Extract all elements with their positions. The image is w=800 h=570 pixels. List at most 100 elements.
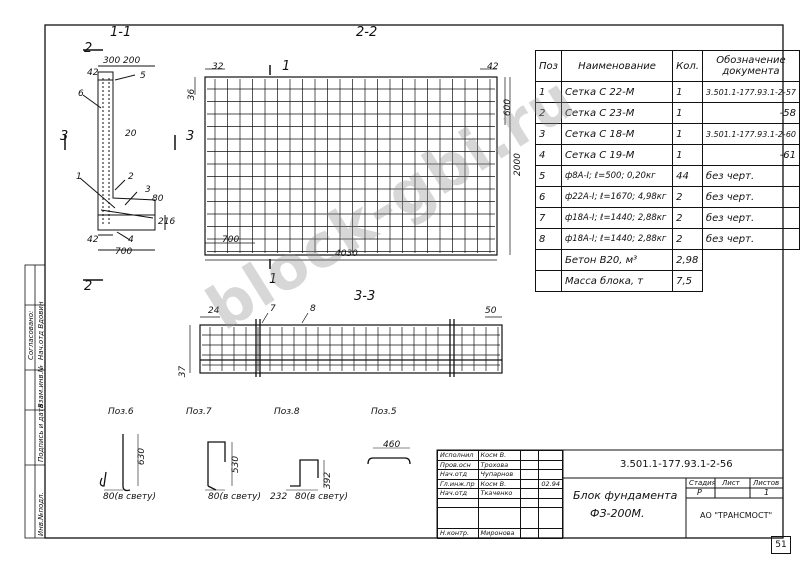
dim-80: 80 — [152, 194, 164, 204]
stamp-spacer — [437, 507, 479, 529]
bar-8-offset: 232 — [270, 492, 288, 502]
callout-2: 2 — [128, 172, 134, 182]
stage-value: Р — [697, 488, 702, 497]
specification-table: Поз Наименование Кол. Обозначение докуме… — [535, 50, 800, 292]
bar-5-title: Поз.5 — [371, 407, 397, 417]
stamp-date — [538, 528, 563, 539]
table-row: Н.контр.Миронова — [437, 528, 563, 539]
stamp-role: Нач.отд — [437, 469, 479, 480]
stamp-sign — [520, 478, 540, 489]
stamp-role: Н.контр. — [437, 528, 479, 539]
stamp-date — [538, 488, 563, 499]
section-2-2-drawing — [194, 65, 511, 269]
stamp-date — [538, 469, 563, 480]
callout-4: 4 — [128, 235, 134, 245]
dim-24: 24 — [208, 306, 220, 316]
stamp-sign — [520, 469, 540, 480]
dim-42-top: 42 — [87, 68, 99, 78]
side-stamp-frame — [24, 264, 46, 539]
stamp-name: Трохова — [477, 459, 522, 470]
dim-300: 300 — [103, 56, 121, 66]
cut-mark-2-top: 2 — [84, 41, 93, 56]
bar-7-width: 80(в свету) — [208, 492, 261, 502]
table-row — [437, 497, 563, 508]
stamp-role: Нач.отд — [437, 488, 479, 499]
dim-200: 200 — [123, 56, 141, 66]
stamp-name: Косм В. — [477, 478, 522, 489]
spec-header-pos: Поз — [535, 50, 562, 82]
callout-3: 3 — [145, 185, 151, 195]
bar-6-width: 80(в свету) — [103, 492, 156, 502]
cut-mark-2-bottom: 2 — [84, 279, 93, 294]
stamp-sign — [520, 450, 540, 461]
stamp-sign — [520, 459, 540, 470]
sheet-label: Лист — [722, 479, 740, 487]
stamp-name: Чупарнов — [477, 469, 522, 480]
section-1-1-drawing — [64, 49, 176, 281]
stamp-date — [538, 497, 563, 508]
bar-6-title: Поз.6 — [108, 407, 134, 417]
spec-header-row: Поз Наименование Кол. Обозначение докуме… — [535, 50, 800, 82]
stamp-spacer — [477, 507, 522, 529]
bar-5-length: 460 — [383, 440, 401, 450]
cut-mark-1-bottom: 1 — [269, 272, 278, 287]
document-code: 3.501.1-177.93.1-2-56 — [620, 459, 733, 470]
stamp-sign — [520, 488, 540, 499]
dim-32: 32 — [212, 62, 224, 72]
spec-qty: 7,5 — [672, 270, 703, 292]
dim-42-bottom: 42 — [87, 235, 99, 245]
bar-8-title: Поз.8 — [274, 407, 300, 417]
spec-ref — [701, 249, 800, 271]
callout-5: 5 — [140, 71, 146, 81]
stamp-spacer — [520, 507, 540, 529]
callout-6: 6 — [78, 89, 84, 99]
stamp-date — [538, 459, 563, 470]
spec-name: Масса блока, т — [560, 270, 674, 292]
stamp-name: Ткаченко — [477, 488, 522, 499]
bar-8-width: 80(в свету) — [295, 492, 348, 502]
dim-20: 20 — [125, 129, 137, 139]
stamp-date: 02.94 — [538, 478, 563, 489]
stamp-role: Гл.инж.пр — [437, 478, 479, 489]
callout-7: 7 — [270, 304, 276, 314]
dim-700-2: 700 — [222, 235, 240, 245]
stamp-sign — [520, 497, 540, 508]
stamp-spacer — [538, 507, 563, 529]
stamp-name: Косм В. — [477, 450, 522, 461]
sheets-label: Листов — [753, 479, 780, 487]
cut-mark-3-right: 3 — [186, 129, 195, 144]
dim-4030: 4030 — [335, 249, 358, 259]
table-row — [437, 507, 563, 529]
stamp-role — [437, 497, 479, 508]
dim-50: 50 — [485, 306, 497, 316]
stamp-name: Миронова — [477, 528, 522, 539]
organization-name: АО "ТРАНСМОСТ" — [700, 511, 773, 520]
stage-label: Стадия — [689, 479, 716, 487]
sheets-value: 1 — [764, 488, 770, 497]
callout-1: 1 — [76, 172, 82, 182]
spec-header-qty: Кол. — [672, 50, 703, 82]
cut-mark-1-top: 1 — [282, 59, 291, 74]
stamp-sign — [520, 528, 540, 539]
dim-42-right: 42 — [487, 62, 499, 72]
cut-mark-3-left: 3 — [60, 129, 69, 144]
stamp-role: Исполнил — [437, 450, 479, 461]
section-3-3-title: 3-3 — [354, 289, 376, 304]
dim-216: 216 — [158, 217, 176, 227]
dim-700-1: 700 — [115, 247, 133, 257]
section-3-3-drawing — [189, 312, 503, 377]
drawing-title-line1: Блок фундамента — [573, 489, 678, 502]
